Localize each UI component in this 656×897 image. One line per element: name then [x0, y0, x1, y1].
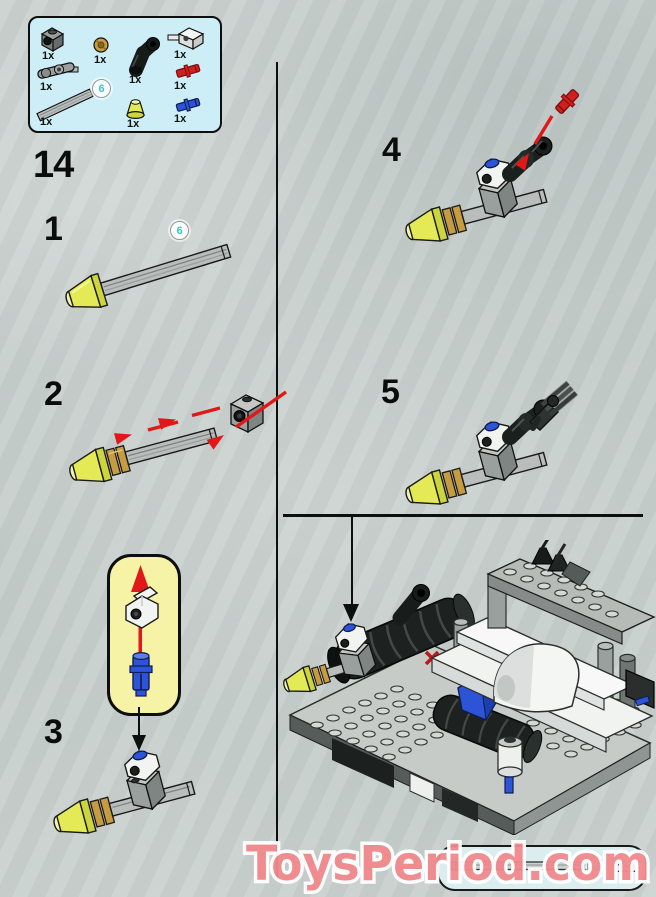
- substep-3-number: 3: [44, 713, 63, 751]
- right-edge-pieces: [625, 669, 655, 709]
- parts-callout-box: 1x 1x 1x 1x 1x 1x 1x 1x 1x 6: [28, 16, 222, 133]
- axle-with-cone: [65, 243, 232, 309]
- white-brick-pin-icon: [167, 27, 205, 51]
- white-wing: [430, 617, 654, 753]
- gun-subassembly: [405, 158, 548, 242]
- white-bracket-piece: [125, 586, 159, 629]
- black-elbow-connector: [502, 136, 553, 182]
- part-qty: 1x: [40, 116, 53, 128]
- parts-illustrations: [36, 27, 205, 122]
- step-4-illustration: [405, 89, 580, 242]
- blue-pin-icon: [175, 97, 201, 112]
- red-pin-piece: [555, 89, 580, 114]
- down-arrow-icon: [132, 735, 146, 751]
- lime-cone-icon: [126, 99, 145, 119]
- white-cylinder: [497, 736, 523, 794]
- step-5-illustration: [405, 380, 578, 505]
- down-arrow-icon: [343, 604, 359, 622]
- red-arrow-icon: [514, 115, 554, 171]
- step-1-illustration: [65, 243, 232, 309]
- substep-2-number: 2: [44, 375, 63, 413]
- axle-length-badge: 6: [92, 79, 111, 98]
- step-number-main: 14: [33, 144, 74, 186]
- gauge-axle-drawing: [450, 861, 590, 871]
- column-divider: [276, 62, 278, 880]
- gun-subassembly: [53, 750, 196, 834]
- substep-5-number: 5: [381, 373, 400, 411]
- part-qty: 1x: [42, 50, 55, 62]
- up-arrow-icon: [131, 565, 150, 592]
- detail-callout-box: [107, 554, 181, 716]
- antenna-icon: [531, 540, 571, 572]
- placement-arrow-line: [350, 516, 353, 604]
- red-arrow-icon: [114, 390, 287, 450]
- part-qty: 1x: [174, 113, 187, 125]
- main-assembly-illustration: [283, 540, 656, 835]
- part-qty: 1x: [127, 118, 140, 130]
- blaster-piece: [528, 380, 578, 431]
- callout-illustration: [125, 565, 159, 697]
- part-qty: 1x: [174, 80, 187, 92]
- step-2-illustration: [69, 390, 287, 483]
- part-qty: 1x: [129, 74, 142, 86]
- substep-4-number: 4: [382, 131, 401, 169]
- step-3-illustration: [53, 750, 196, 834]
- part-qty: 1x: [174, 49, 187, 61]
- substep-1-number: 1: [44, 210, 63, 248]
- section-divider: [283, 514, 643, 517]
- technic-brick-icon: [40, 27, 65, 53]
- gun-subassembly: [283, 623, 377, 693]
- axle-6-icon: [36, 88, 94, 122]
- black-angled-connector-icon: [129, 37, 160, 77]
- red-pin-icon: [175, 63, 201, 78]
- callout-arrow-line: [138, 707, 140, 735]
- axle-length-badge: 6: [170, 221, 189, 240]
- tan-bushing-icon: [93, 37, 109, 53]
- gray-joiner-icon: [37, 62, 79, 79]
- blue-pin-piece: [129, 651, 153, 697]
- scale-label: 1:1: [617, 860, 636, 875]
- part-qty: 1x: [40, 81, 53, 93]
- part-qty: 1x: [94, 54, 107, 66]
- axle-cone-bushing: [69, 427, 219, 483]
- axle-length-badge: 6: [587, 857, 606, 876]
- antenna-plate: [486, 540, 656, 645]
- axle-scale-gauge: 6 1:1: [437, 845, 647, 891]
